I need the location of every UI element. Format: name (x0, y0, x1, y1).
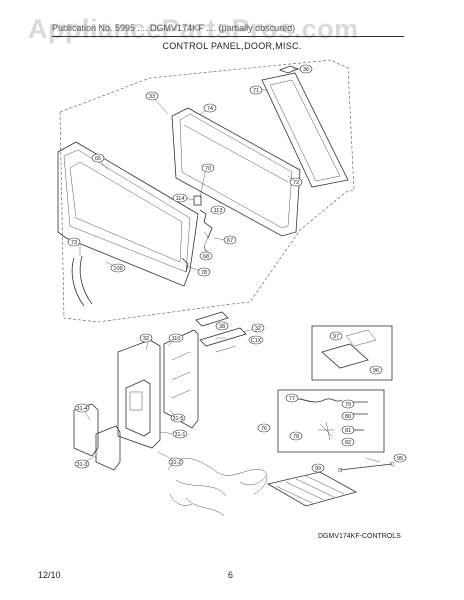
callout-80: 80 (341, 411, 355, 421)
callout-79: 79 (341, 399, 355, 409)
leader-lines (79, 68, 381, 463)
callout-c1x: C1X (248, 335, 264, 345)
svg-text:70: 70 (205, 166, 211, 172)
callout-97: 97 (329, 331, 343, 341)
publication-subhead: Publication No. 5995 .... DGMV174KF ....… (52, 23, 296, 33)
exhaust-rod (337, 461, 395, 473)
callout-36: 36 (299, 64, 313, 74)
svg-text:82: 82 (345, 440, 351, 446)
door-handle (71, 255, 93, 307)
svg-text:78: 78 (201, 270, 207, 276)
callout-33: 33 (145, 91, 159, 101)
callout-77: 77 (285, 393, 299, 403)
svg-text:97: 97 (333, 334, 339, 340)
svg-text:72: 72 (293, 180, 299, 186)
callout-31-2: 31-2 (168, 457, 184, 467)
svg-text:95: 95 (397, 456, 403, 462)
outer-door-panel (57, 141, 199, 287)
callout-32-right: 32 (251, 323, 265, 333)
callout-82: 82 (341, 437, 355, 447)
callout-99: 99 (311, 463, 325, 473)
svg-text:81: 81 (345, 428, 351, 434)
page-number: 6 (228, 570, 234, 580)
callout-73: 73 (67, 237, 81, 247)
svg-text:C1X: C1X (251, 338, 262, 344)
callout-31-3: 31-3 (74, 459, 90, 469)
callout-70: 70 (201, 163, 215, 173)
svg-text:32: 32 (255, 326, 261, 332)
svg-text:36: 36 (303, 67, 309, 73)
svg-text:65: 65 (95, 156, 101, 162)
callout-78-hardware: 78 (289, 431, 303, 441)
callout-95: 95 (393, 453, 407, 463)
watermark: AppliancePartsPros.com (28, 14, 359, 44)
figure-code: DGMV174KF-CONTROLS (318, 533, 401, 540)
callout-96: 96 (369, 365, 383, 375)
svg-text:80: 80 (345, 414, 351, 420)
grease-filter (266, 471, 358, 507)
svg-text:32: 32 (143, 336, 149, 342)
svg-text:96: 96 (373, 368, 379, 374)
svg-text:31-4: 31-4 (76, 406, 87, 412)
door-assembly-boundary (59, 59, 355, 323)
callout-31-4: 31-4 (74, 403, 90, 413)
svg-text:31-2: 31-2 (170, 460, 181, 466)
svg-text:110: 110 (172, 336, 181, 342)
callout-32-left: 32 (139, 333, 153, 343)
svg-text:68: 68 (203, 254, 209, 260)
svg-text:99: 99 (315, 466, 321, 472)
svg-text:38: 38 (219, 324, 225, 330)
svg-text:109: 109 (113, 266, 122, 272)
door-latch-parts (181, 195, 213, 273)
svg-text:77: 77 (289, 396, 295, 402)
callout-114: 114 (172, 193, 188, 203)
svg-text:74: 74 (207, 106, 213, 112)
callout-81: 81 (341, 425, 355, 435)
callout-31-5: 31-5 (170, 413, 186, 423)
callout-67: 67 (223, 235, 237, 245)
callout-31-1: 31-1 (172, 429, 188, 439)
svg-text:33: 33 (149, 94, 155, 100)
wire-harness (167, 458, 268, 517)
svg-text:114: 114 (176, 196, 185, 202)
callout-110: 110 (168, 333, 184, 343)
svg-text:113: 113 (214, 208, 223, 214)
svg-text:71: 71 (253, 88, 259, 94)
callout-71: 71 (249, 85, 263, 95)
svg-text:31-3: 31-3 (76, 462, 87, 468)
svg-text:78: 78 (293, 434, 299, 440)
membrane-switch (73, 403, 121, 471)
callout-109: 109 (110, 263, 126, 273)
svg-text:31-1: 31-1 (174, 432, 185, 438)
callout-113: 113 (210, 205, 226, 215)
footer-date: 12/10 (38, 570, 61, 580)
svg-text:67: 67 (227, 238, 233, 244)
svg-text:73: 73 (71, 240, 77, 246)
svg-text:76: 76 (261, 426, 267, 432)
callout-78-door: 78 (197, 267, 211, 277)
callout-72: 72 (289, 177, 303, 187)
callouts: 33 74 71 36 65 70 72 114 113 67 68 73 10… (67, 64, 407, 473)
svg-text:79: 79 (345, 402, 351, 408)
callout-38: 38 (215, 321, 229, 331)
callout-65: 65 (91, 153, 105, 163)
callout-76: 76 (257, 423, 271, 433)
callout-68: 68 (199, 251, 213, 261)
page-title: CONTROL PANEL,DOOR,MISC. (162, 41, 302, 51)
door-choke-frame (171, 107, 301, 237)
control-board-bracket (195, 311, 247, 353)
header-rule (52, 36, 404, 37)
door-window-frame (261, 65, 349, 188)
control-panel-frame (117, 329, 199, 449)
svg-text:31-5: 31-5 (172, 416, 183, 422)
literature-box (311, 325, 393, 381)
callout-74: 74 (203, 103, 217, 113)
